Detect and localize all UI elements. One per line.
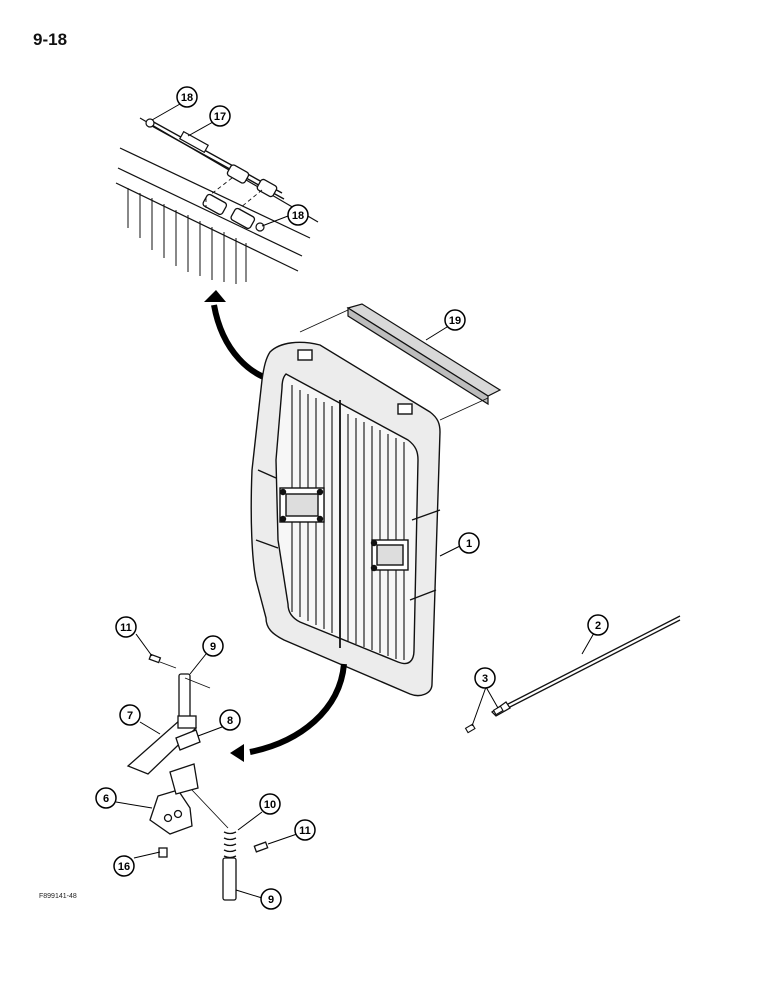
callout-8: 8 [219,709,241,731]
latch-assembly [126,653,269,901]
figure-reference: F899141-48 [39,893,77,900]
svg-text:11: 11 [120,622,132,634]
svg-text:16: 16 [118,861,130,873]
callout-3: 3 [474,667,496,689]
detail-arrow-bottom [230,663,347,762]
grille-assembly [250,341,441,697]
callout-16: 16 [113,855,135,877]
svg-text:10: 10 [264,799,276,811]
callout-leaders [115,103,595,899]
svg-text:7: 7 [127,710,133,722]
prop-rod [490,615,681,717]
svg-text:8: 8 [227,715,233,727]
hinge-detail [115,117,319,284]
svg-text:9: 9 [268,894,274,906]
callout-1: 1 [458,532,480,554]
svg-text:18: 18 [292,210,304,222]
callout-18-top: 18 [176,86,198,108]
svg-text:18: 18 [181,92,193,104]
callout-10: 10 [259,793,281,815]
callout-18-bottom: 18 [287,204,309,226]
callout-9-lower: 9 [260,888,282,910]
svg-text:19: 19 [449,315,461,327]
svg-text:2: 2 [595,620,601,632]
screen-strip [299,303,502,421]
svg-text:6: 6 [103,793,109,805]
callout-2: 2 [587,614,609,636]
callout-11-upper: 11 [115,616,137,638]
svg-text:3: 3 [482,673,488,685]
rod-clips [464,705,504,734]
callout-9-upper: 9 [202,635,224,657]
callout-17: 17 [209,105,231,127]
callout-19: 19 [444,309,466,331]
callout-11-lower: 11 [294,819,316,841]
callout-6: 6 [95,787,117,809]
svg-text:17: 17 [214,111,226,123]
svg-text:9: 9 [210,641,216,653]
svg-text:1: 1 [466,538,472,550]
svg-text:11: 11 [299,825,311,837]
callout-7: 7 [119,704,141,726]
page-number: 9-18 [33,30,68,49]
